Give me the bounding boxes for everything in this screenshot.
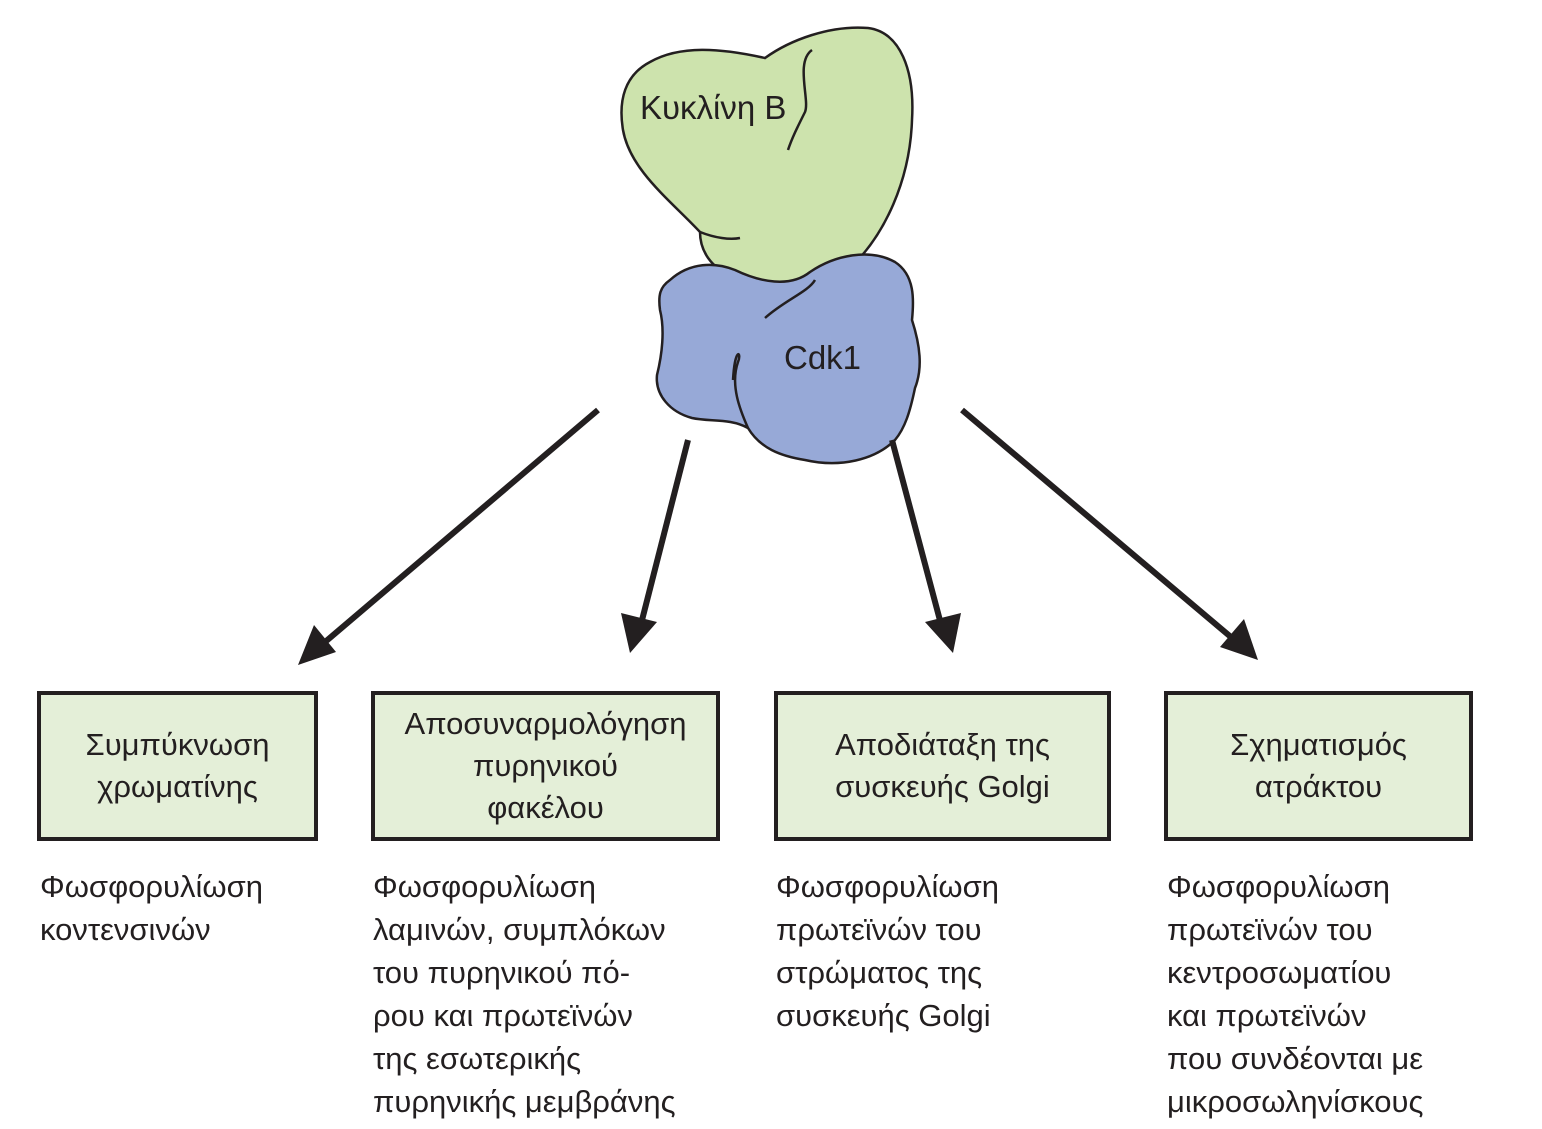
arrowhead-golgi	[925, 613, 961, 653]
cyclin-b-label: Κυκλίνη Β	[640, 89, 787, 126]
process-label: Σχηματισμός ατράκτου	[1230, 727, 1407, 804]
process-label: Αποδιάταξη της συσκευής Golgi	[835, 727, 1050, 804]
process-label: Αποσυναρμολόγηση πυρηνικού φακέλου	[404, 706, 687, 825]
cdk1-inner-fold-line	[764, 279, 817, 319]
process-label: Συμπύκνωση χρωματίνης	[85, 727, 270, 804]
arrowhead-spindle	[1220, 619, 1258, 660]
cdk1-lobe-line	[731, 353, 750, 429]
arrow-to-nuclear-envelope	[637, 439, 691, 629]
cyclin-b-shape	[620, 26, 914, 286]
arrow-to-chromatin-condensation	[316, 407, 600, 651]
arrow-to-golgi	[889, 439, 945, 629]
cyclin-b-fold-line	[786, 48, 813, 151]
cyclin-b-lower-line	[699, 230, 741, 240]
arrowhead-chromatin-condensation	[298, 625, 336, 665]
mechanism-text-golgi-matrix: Φωσφορυλίωση πρωτεϊνών του στρώματος της…	[776, 869, 999, 1033]
mechanism-text-lamins: Φωσφορυλίωση λαμινών, συμπλόκων του πυρη…	[373, 869, 676, 1119]
arrow-to-spindle	[960, 407, 1240, 646]
mechanism-text-centrosome: Φωσφορυλίωση πρωτεϊνών του κεντροσωματίο…	[1167, 869, 1424, 1119]
process-box-spindle-formation: Σχηματισμός ατράκτου	[1164, 691, 1473, 841]
arrowhead-nuclear-envelope	[621, 613, 657, 653]
cdk1-label: Cdk1	[784, 339, 862, 376]
mechanism-text-condensins: Φωσφορυλίωση κοντενσινών	[40, 869, 263, 947]
arrows	[298, 407, 1258, 665]
process-box-nuclear-envelope-breakdown: Αποσυναρμολόγηση πυρηνικού φακέλου	[371, 691, 720, 841]
process-box-golgi-fragmentation: Αποδιάταξη της συσκευής Golgi	[774, 691, 1111, 841]
process-box-chromatin-condensation: Συμπύκνωση χρωματίνης	[37, 691, 318, 841]
